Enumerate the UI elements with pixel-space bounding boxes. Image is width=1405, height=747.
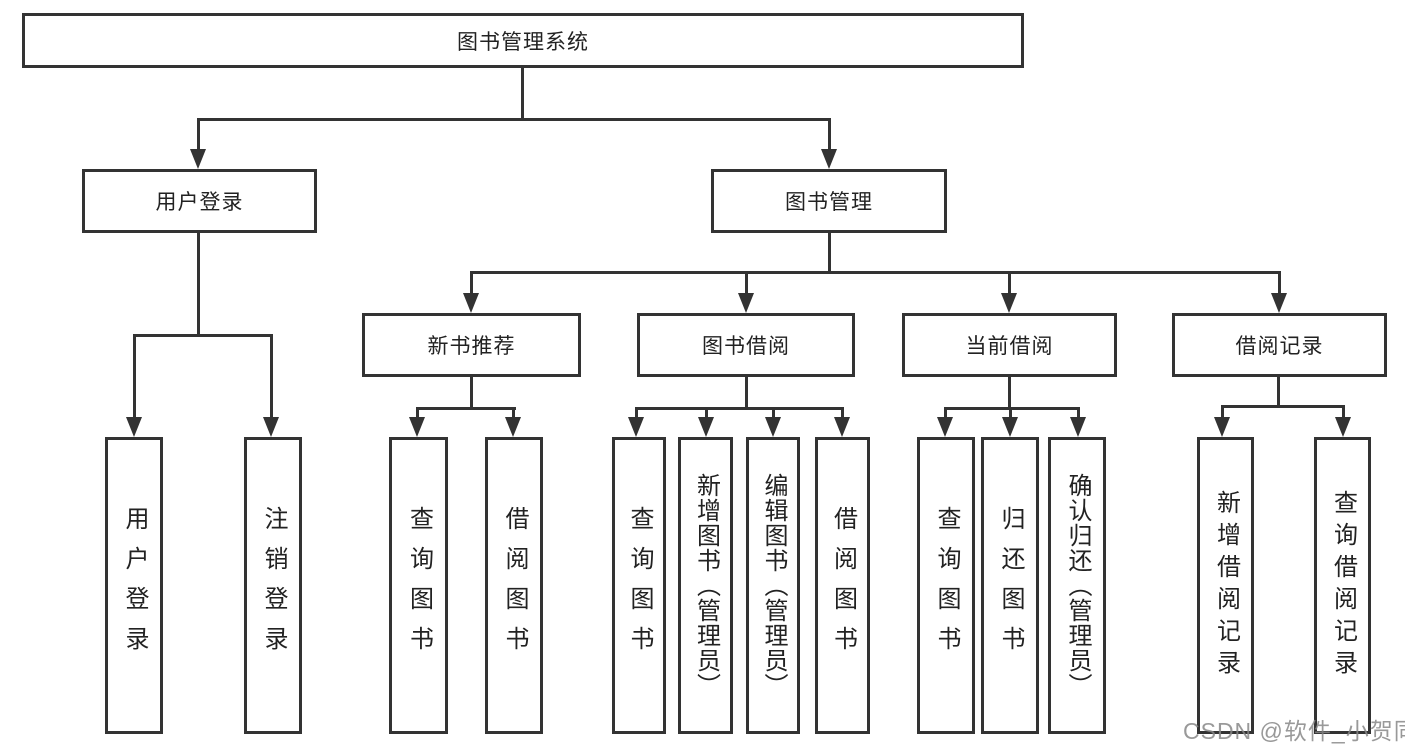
connector-root-stem — [521, 68, 524, 118]
arrow-down-logout — [263, 417, 279, 437]
node-query-books-newbook: 查询图书 — [389, 437, 448, 734]
connector-bb-leaf2 — [705, 407, 708, 419]
connector-to-current-borrow — [1008, 271, 1011, 295]
node-logout: 注销登录 — [244, 437, 302, 734]
node-borrow-books-borrow: 借阅图书 — [815, 437, 870, 734]
node-borrow-books-newbook: 借阅图书 — [485, 437, 543, 734]
connector-root-to-user-login — [197, 118, 200, 152]
connector-borrow-records-stem — [1277, 377, 1280, 408]
arrow-down-bb-query — [628, 417, 644, 437]
node-query-borrow-record: 查询借阅记录 — [1314, 437, 1371, 734]
arrow-down-user-login — [190, 149, 206, 169]
connector-root-to-book-mgmt — [828, 118, 831, 152]
connector-to-login — [133, 334, 136, 419]
connector-nb-leaf1 — [416, 407, 419, 419]
node-login: 用户登录 — [105, 437, 163, 734]
connector-to-borrow-records — [1278, 271, 1281, 295]
node-current-borrowing: 当前借阅 — [902, 313, 1117, 377]
node-book-management: 图书管理 — [711, 169, 947, 233]
node-user-login: 用户登录 — [82, 169, 317, 233]
arrow-down-book-mgmt — [821, 149, 837, 169]
arrow-down-nb-query — [409, 417, 425, 437]
node-confirm-return-admin: 确认归还（管理员） — [1048, 437, 1106, 734]
node-query-books-current: 查询图书 — [917, 437, 975, 734]
connector-current-borrow-stem — [1008, 377, 1011, 410]
node-return-books: 归还图书 — [981, 437, 1039, 734]
connector-cb-leaf3 — [1077, 407, 1080, 419]
arrow-down-bb-borrow — [834, 417, 850, 437]
node-add-borrow-record: 新增借阅记录 — [1197, 437, 1254, 734]
connector-to-new-book — [470, 271, 473, 295]
arrow-down-br-query — [1335, 417, 1351, 437]
connector-br-leaf1 — [1221, 405, 1224, 419]
arrow-down-book-borrow — [738, 293, 754, 313]
arrow-down-bb-edit — [765, 417, 781, 437]
arrow-down-cb-confirm — [1070, 417, 1086, 437]
node-library-management-system: 图书管理系统 — [22, 13, 1024, 68]
connector-borrow-records-rail — [1221, 405, 1345, 408]
connector-cb-leaf2 — [1009, 407, 1012, 419]
connector-to-book-borrow — [745, 271, 748, 295]
node-query-books-borrow: 查询图书 — [612, 437, 666, 734]
arrow-down-bb-add — [698, 417, 714, 437]
csdn-watermark: CSDN @软件_小贺同学 — [1183, 718, 1405, 744]
connector-bb-leaf3 — [772, 407, 775, 419]
connector-root-rail — [197, 118, 831, 121]
connector-bb-leaf4 — [841, 407, 844, 419]
connector-user-login-stem — [197, 233, 200, 337]
connector-book-borrow-rail — [635, 407, 844, 410]
arrow-down-cb-return — [1002, 417, 1018, 437]
connector-book-borrow-stem — [745, 377, 748, 410]
connector-new-book-rail — [416, 407, 516, 410]
connector-book-mgmt-stem — [828, 233, 831, 274]
connector-br-leaf2 — [1342, 405, 1345, 419]
connector-new-book-stem — [470, 377, 473, 410]
arrow-down-br-add — [1214, 417, 1230, 437]
connector-nb-leaf2 — [512, 407, 515, 419]
connector-current-borrow-rail — [944, 407, 1080, 410]
node-edit-book-admin: 编辑图书（管理员） — [746, 437, 800, 734]
connector-book-mgmt-rail — [470, 271, 1280, 274]
connector-cb-leaf1 — [944, 407, 947, 419]
node-book-borrowing: 图书借阅 — [637, 313, 855, 377]
arrow-down-current-borrow — [1001, 293, 1017, 313]
arrow-down-login — [126, 417, 142, 437]
connector-bb-leaf1 — [635, 407, 638, 419]
arrow-down-new-book — [463, 293, 479, 313]
arrow-down-cb-query — [937, 417, 953, 437]
arrow-down-borrow-records — [1271, 293, 1287, 313]
connector-to-logout — [270, 334, 273, 419]
connector-user-login-rail — [133, 334, 273, 337]
node-new-book-recommendation: 新书推荐 — [362, 313, 581, 377]
node-add-book-admin: 新增图书（管理员） — [678, 437, 733, 734]
node-borrowing-records: 借阅记录 — [1172, 313, 1387, 377]
arrow-down-nb-borrow — [505, 417, 521, 437]
